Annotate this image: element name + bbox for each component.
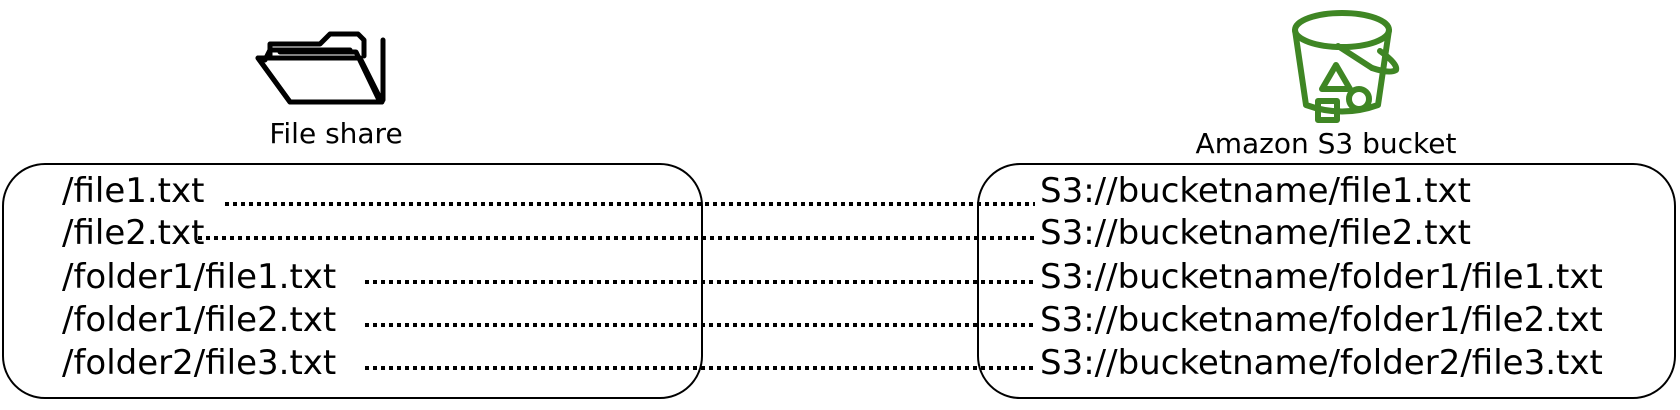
folder-icon bbox=[255, 31, 386, 105]
target-path-1: S3://bucketname/file1.txt bbox=[1040, 171, 1472, 211]
file-share-label: File share bbox=[269, 117, 403, 150]
target-path-5: S3://bucketname/folder2/file3.txt bbox=[1040, 343, 1603, 383]
source-path-4: /folder1/file2.txt bbox=[62, 300, 337, 340]
source-path-2: /file2.txt bbox=[62, 213, 205, 253]
source-path-5: /folder2/file3.txt bbox=[62, 343, 337, 383]
source-path-3: /folder1/file1.txt bbox=[62, 257, 337, 297]
s3-bucket-icon bbox=[1292, 10, 1400, 123]
target-path-3: S3://bucketname/folder1/file1.txt bbox=[1040, 257, 1603, 297]
s3-bucket-label: Amazon S3 bucket bbox=[1195, 127, 1457, 160]
target-path-4: S3://bucketname/folder1/file2.txt bbox=[1040, 300, 1603, 340]
s3-bucket-box bbox=[977, 163, 1676, 399]
target-path-2: S3://bucketname/file2.txt bbox=[1040, 213, 1472, 253]
source-path-1: /file1.txt bbox=[62, 171, 205, 211]
